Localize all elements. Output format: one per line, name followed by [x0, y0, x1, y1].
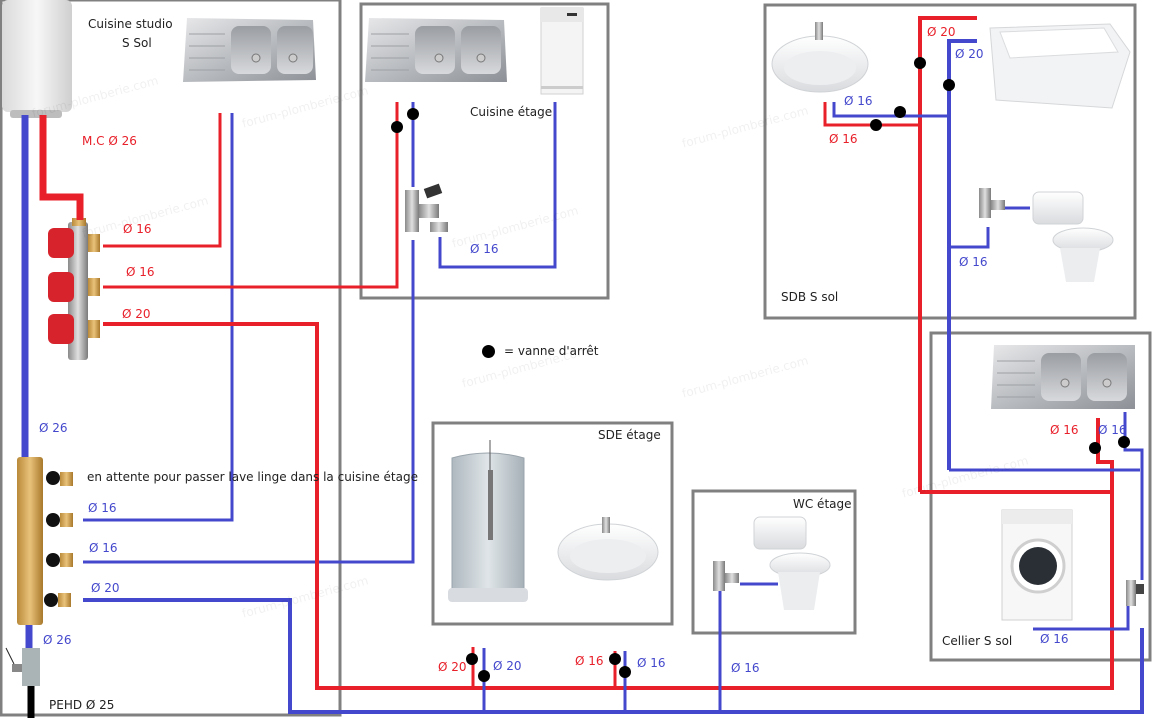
label-cold-manifold-2: Ø 16 [88, 501, 117, 515]
pipe-hot-main-loop [103, 322, 1114, 690]
label-hot-manifold-3: Ø 20 [122, 307, 151, 321]
bathtub [989, 23, 1131, 109]
frame-cellier-ssol [929, 331, 1152, 662]
hot-manifold [48, 218, 100, 360]
shower-cabin [448, 440, 528, 602]
valve-sdb-basin-hot [870, 119, 882, 131]
red-valve-knob-1 [48, 228, 100, 258]
label-cellier-sink-hot: Ø 16 [1050, 423, 1079, 437]
sink-cuisine-etage [365, 18, 507, 82]
washer-tap-cellier [1126, 580, 1144, 606]
wc-valve-sdb [979, 188, 1005, 218]
label-sde-hot: Ø 20 [438, 660, 467, 674]
legend-text: = vanne d'arrêt [504, 344, 599, 358]
label-branch-hot-16: Ø 16 [575, 654, 604, 668]
valve-branch-cold [619, 666, 631, 678]
valve-sdb-cold-riser [943, 79, 955, 91]
pipe-hot-heater-out [39, 115, 84, 220]
pipe-cold-cuisine-studio [83, 113, 234, 522]
valve-sdb-hot-riser [914, 57, 926, 69]
room-title-sdb-ssol: SDB S sol [781, 290, 839, 304]
valve-cuisine-etage-cold [407, 108, 419, 120]
label-pehd: PEHD Ø 25 [49, 698, 115, 712]
pipe-cold-riser [947, 39, 977, 470]
label-branch-cold-16: Ø 16 [637, 656, 666, 670]
label-cold-manifold-3: Ø 16 [89, 541, 118, 555]
sink-cuisine-studio [183, 18, 316, 82]
pipe-hot-cuisine-etage [103, 102, 399, 289]
dishwasher [540, 7, 584, 95]
label-en-attente: en attente pour passer lave linge dans l… [87, 470, 418, 484]
label-cold-manifold-4: Ø 20 [91, 581, 120, 595]
washing-machine-tap [405, 183, 448, 232]
wc-valve-etage [713, 561, 739, 591]
valve-branch-hot [609, 653, 621, 665]
toilet-etage [753, 516, 831, 610]
label-sdb-hot-bath: Ø 20 [927, 25, 956, 39]
valve-dot-icon [482, 345, 495, 358]
pipe-cold-sdb-wc [949, 227, 990, 249]
pipe-hot-riser [918, 16, 977, 492]
pipe-hot-cuisine-studio [103, 113, 222, 248]
sink-cellier [991, 345, 1135, 409]
main-ball-valve [5, 647, 40, 686]
valve-cellier-cold [1118, 436, 1130, 448]
label-cellier-washer: Ø 16 [1040, 632, 1069, 646]
pipe-cold-cellier-washer [1033, 606, 1130, 631]
red-valve-knob-3 [48, 314, 100, 344]
red-valve-knob-2 [48, 272, 100, 302]
room-title-cuisine-etage: Cuisine étage [470, 105, 553, 119]
pipe-cold-sdb-basin [832, 102, 949, 118]
label-cellier-sink-cold: Ø 16 [1098, 423, 1127, 437]
pipe-cold-dishwasher [438, 102, 557, 269]
label-sdb-hot-basin: Ø 16 [829, 132, 858, 146]
pipe-cold-cuisine-etage-lower [83, 240, 415, 564]
label-cold-supply: Ø 26 [43, 633, 72, 647]
valve-sde-hot [466, 653, 478, 665]
toilet-sdb [1032, 191, 1114, 282]
label-sde-cold: Ø 20 [493, 659, 522, 673]
room-title-wc-etage: WC étage [793, 497, 852, 511]
valve-cellier-hot [1089, 442, 1101, 454]
basin-sde [557, 517, 659, 581]
water-heater [2, 0, 72, 118]
cold-manifold [17, 457, 73, 625]
label-cold-main-in: Ø 26 [39, 421, 68, 435]
label-mc: M.C Ø 26 [82, 134, 137, 148]
label-sdb-cold-basin: Ø 16 [844, 94, 873, 108]
label-cuisine-etage-dishwasher: Ø 16 [470, 242, 499, 256]
frame-wc-etage [691, 489, 857, 635]
room-title-sde-etage: SDE étage [598, 428, 661, 442]
label-hot-manifold-1: Ø 16 [123, 222, 152, 236]
pipe-cold-cellier-up [1123, 412, 1144, 580]
room-title-cuisine-studio: Cuisine studio [88, 17, 173, 31]
valve-sdb-basin-cold [894, 106, 906, 118]
pipe-cold-manifold-4 [83, 598, 1144, 714]
label-sdb-wc: Ø 16 [959, 255, 988, 269]
pipe-hot-sdb-basin [823, 102, 920, 127]
frame-cuisine-etage [359, 2, 610, 300]
room-subtitle-cuisine-studio: S Sol [122, 36, 152, 50]
room-title-cellier-ssol: Cellier S sol [942, 634, 1013, 648]
label-hot-manifold-2: Ø 16 [126, 265, 155, 279]
valve-sde-cold [478, 670, 490, 682]
basin-sdb [771, 22, 869, 93]
frame-sde-etage [431, 421, 674, 626]
washing-machine [1001, 509, 1073, 621]
label-wc-etage-cold: Ø 16 [731, 661, 760, 675]
valve-cuisine-etage-hot [391, 121, 403, 133]
label-sdb-cold-bath: Ø 20 [955, 47, 984, 61]
frame-cuisine-studio [0, 0, 342, 717]
